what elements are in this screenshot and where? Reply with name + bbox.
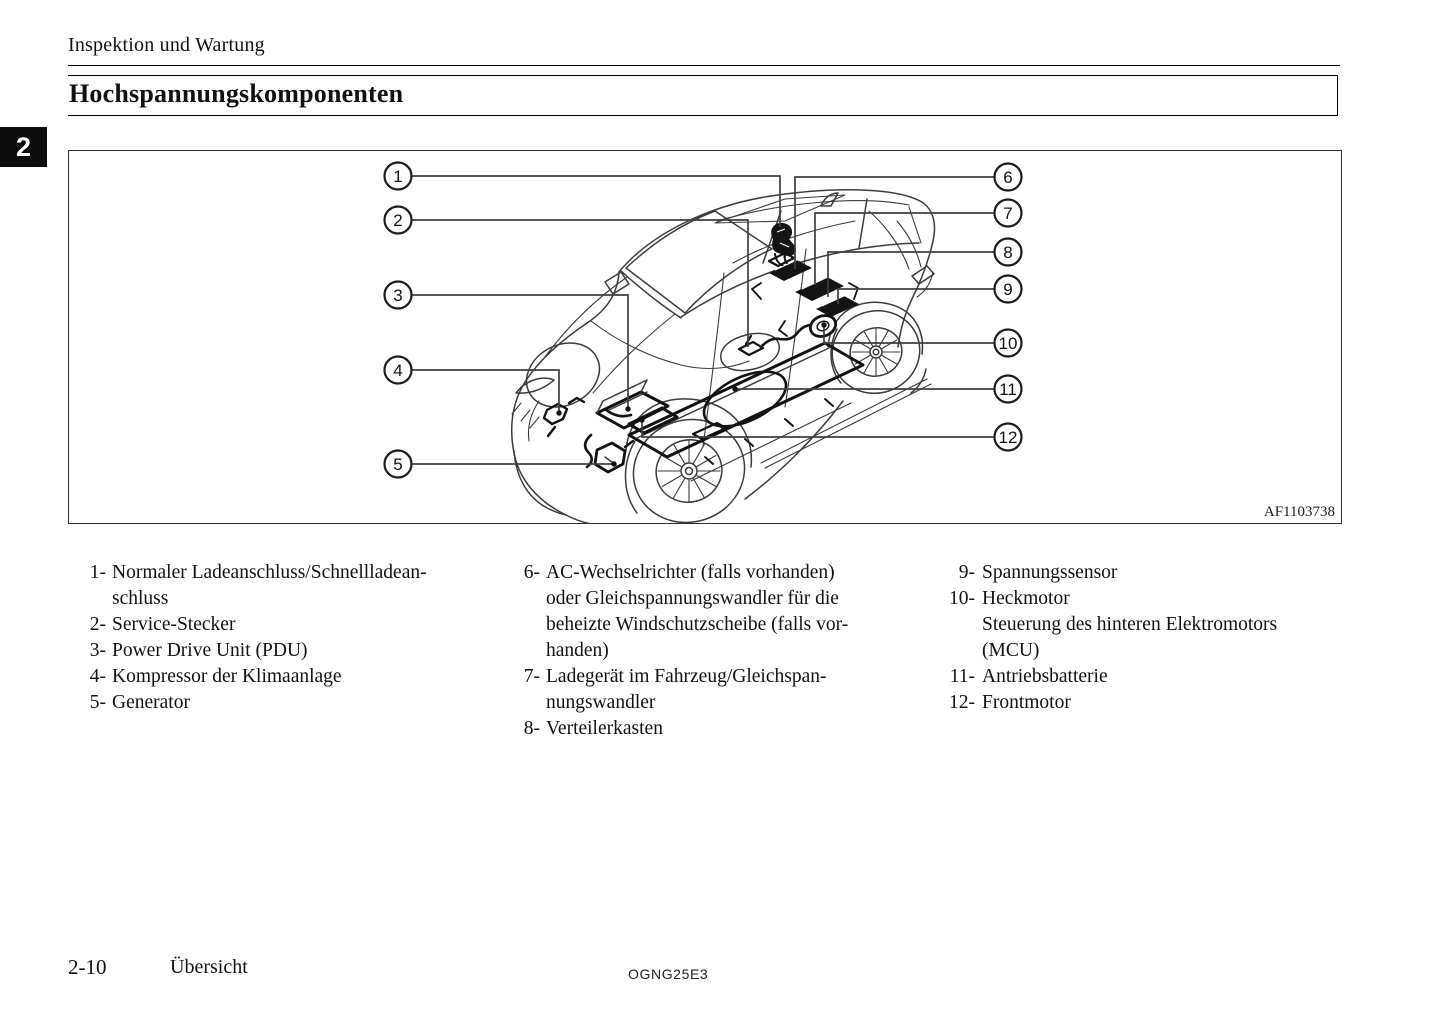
car-diagram-svg: 1 2 3 4 5 6 7 8 9 10 11 12: [383, 161, 1023, 527]
title-box: Hochspannungskomponenten: [68, 75, 1338, 116]
callout-8-number: 8: [1003, 243, 1012, 262]
callout-11: 11: [993, 374, 1023, 404]
callout-7: 7: [993, 198, 1023, 228]
legend-item-2: 2- Service-Stecker: [84, 612, 499, 638]
front-wheel: [624, 418, 746, 524]
legend-item-text: Antriebsbatterie: [982, 666, 1108, 687]
callout-3: 3: [383, 280, 413, 310]
legend-item-text: Ladegerät im Fahrzeug/Gleichspan- nungsw…: [546, 666, 827, 713]
callout-5-number: 5: [393, 455, 402, 474]
legend-column-1: 1- Normaler Ladeanschluss/Schnellladean- …: [84, 560, 499, 716]
legend-item-text: Spannungssensor: [982, 562, 1118, 583]
legend-item-text: Service-Stecker: [112, 614, 236, 635]
chapter-tab: 2: [0, 127, 47, 167]
legend-item-number: 1-: [89, 562, 106, 583]
legend-item-12: 12- Frontmotor: [941, 690, 1341, 716]
leader-line-3: [411, 294, 629, 408]
leader-line-12: [641, 421, 995, 438]
leader-line-10: [823, 325, 995, 344]
legend-item-7: 7- Ladegerät im Fahrzeug/Gleichspan- nung…: [518, 664, 933, 716]
callout-8: 8: [993, 237, 1023, 267]
legend-item-text: Heckmotor Steuerung des hinteren Elektro…: [982, 588, 1278, 661]
callout-5: 5: [383, 449, 413, 479]
legend-column-3: 9- Spannungssensor 10- Heckmotor Steuerung…: [941, 560, 1341, 716]
callout-12: 12: [993, 422, 1023, 452]
callout-12-number: 12: [999, 428, 1018, 447]
callout-1: 1: [383, 161, 413, 191]
page-title: Hochspannungskomponenten: [69, 79, 404, 108]
legend-item-6: 6- AC-Wechselrichter (falls vorhanden) od…: [518, 560, 933, 664]
callout-11-number: 11: [999, 380, 1017, 399]
callout-3-number: 3: [393, 286, 402, 305]
drive-battery: [627, 341, 865, 465]
leader-line-4: [411, 369, 560, 412]
legend-item-10: 10- Heckmotor Steuerung des hinteren Elek…: [941, 586, 1341, 664]
legend-item-text: AC-Wechselrichter (falls vorhanden) oder…: [546, 562, 849, 661]
legend-item-11: 11- Antriebsbatterie: [941, 664, 1341, 690]
service-plug: [737, 334, 765, 357]
footer-section-label: Übersicht: [170, 956, 248, 978]
section-label: Inspektion und Wartung: [68, 34, 265, 56]
generator-unit: [593, 439, 635, 474]
legend-item-8: 8- Verteilerkasten: [518, 716, 933, 742]
legend-item-number: 12-: [949, 692, 975, 713]
leader-line-7: [814, 212, 995, 285]
legend-item-text: Normaler Ladeanschluss/Schnellladean- sc…: [112, 562, 427, 609]
legend-column-2: 6- AC-Wechselrichter (falls vorhanden) od…: [518, 560, 933, 742]
legend-item-number: 5-: [89, 692, 106, 713]
legend-item-text: Power Drive Unit (PDU): [112, 640, 308, 661]
legend-item-number: 9-: [958, 562, 975, 583]
legend-item-text: Frontmotor: [982, 692, 1071, 713]
legend-item-number: 3-: [89, 640, 106, 661]
callout-10: 10: [993, 328, 1023, 358]
callout-7-number: 7: [1003, 204, 1012, 223]
callout-6: 6: [993, 162, 1023, 192]
figure-frame: 1 2 3 4 5 6 7 8 9 10 11 12 AF1103738: [68, 150, 1342, 527]
legend-item-5: 5- Generator: [84, 690, 499, 716]
leader-lines: [411, 175, 995, 467]
legend-item-number: 2-: [89, 614, 106, 635]
callout-4-number: 4: [393, 361, 402, 380]
legend-item-number: 7-: [523, 666, 540, 687]
legend-item-text: Generator: [112, 692, 190, 713]
legend-item-9: 9- Spannungssensor: [941, 560, 1341, 586]
rear-wheel: [830, 309, 921, 395]
legend-item-number: 10-: [949, 588, 975, 609]
legend-item-text: Kompressor der Klimaanlage: [112, 666, 342, 687]
rear-power-units: [751, 258, 859, 338]
front-motor: [627, 406, 679, 435]
leader-line-6: [794, 176, 995, 269]
legend-item-3: 3- Power Drive Unit (PDU): [84, 638, 499, 664]
header-rule: [68, 65, 1340, 66]
legend-item-number: 8-: [523, 718, 540, 739]
leader-line-1: [411, 175, 781, 227]
leader-line-9: [837, 288, 995, 304]
charge-connector: [767, 222, 797, 271]
footer-doc-code: OGNG25E3: [628, 966, 709, 982]
legend-item-text: Verteilerkasten: [546, 718, 663, 739]
car-illustration: [511, 189, 936, 527]
figure-code: AF1103738: [1263, 504, 1335, 520]
callout-2: 2: [383, 205, 413, 235]
legend-item-number: 4-: [89, 666, 106, 687]
legend-item-number: 6-: [523, 562, 540, 583]
chapter-tab-number: 2: [15, 131, 32, 162]
callout-6-number: 6: [1003, 168, 1012, 187]
callouts: 1 2 3 4 5 6 7 8 9 10 11 12: [383, 161, 1023, 479]
legend-item-number: 11-: [949, 666, 975, 687]
callout-1-number: 1: [393, 167, 402, 186]
callout-9-number: 9: [1003, 280, 1012, 299]
callout-2-number: 2: [393, 211, 402, 230]
footer-page-number: 2-10: [68, 955, 107, 979]
callout-10-number: 10: [999, 334, 1018, 353]
callout-9: 9: [993, 274, 1023, 304]
legend-item-1: 1- Normaler Ladeanschluss/Schnellladean- …: [84, 560, 499, 612]
legend-item-4: 4- Kompressor der Klimaanlage: [84, 664, 499, 690]
callout-4: 4: [383, 355, 413, 385]
ac-compressor: [542, 396, 586, 438]
leader-line-8: [827, 251, 995, 297]
leader-line-2: [411, 219, 749, 347]
